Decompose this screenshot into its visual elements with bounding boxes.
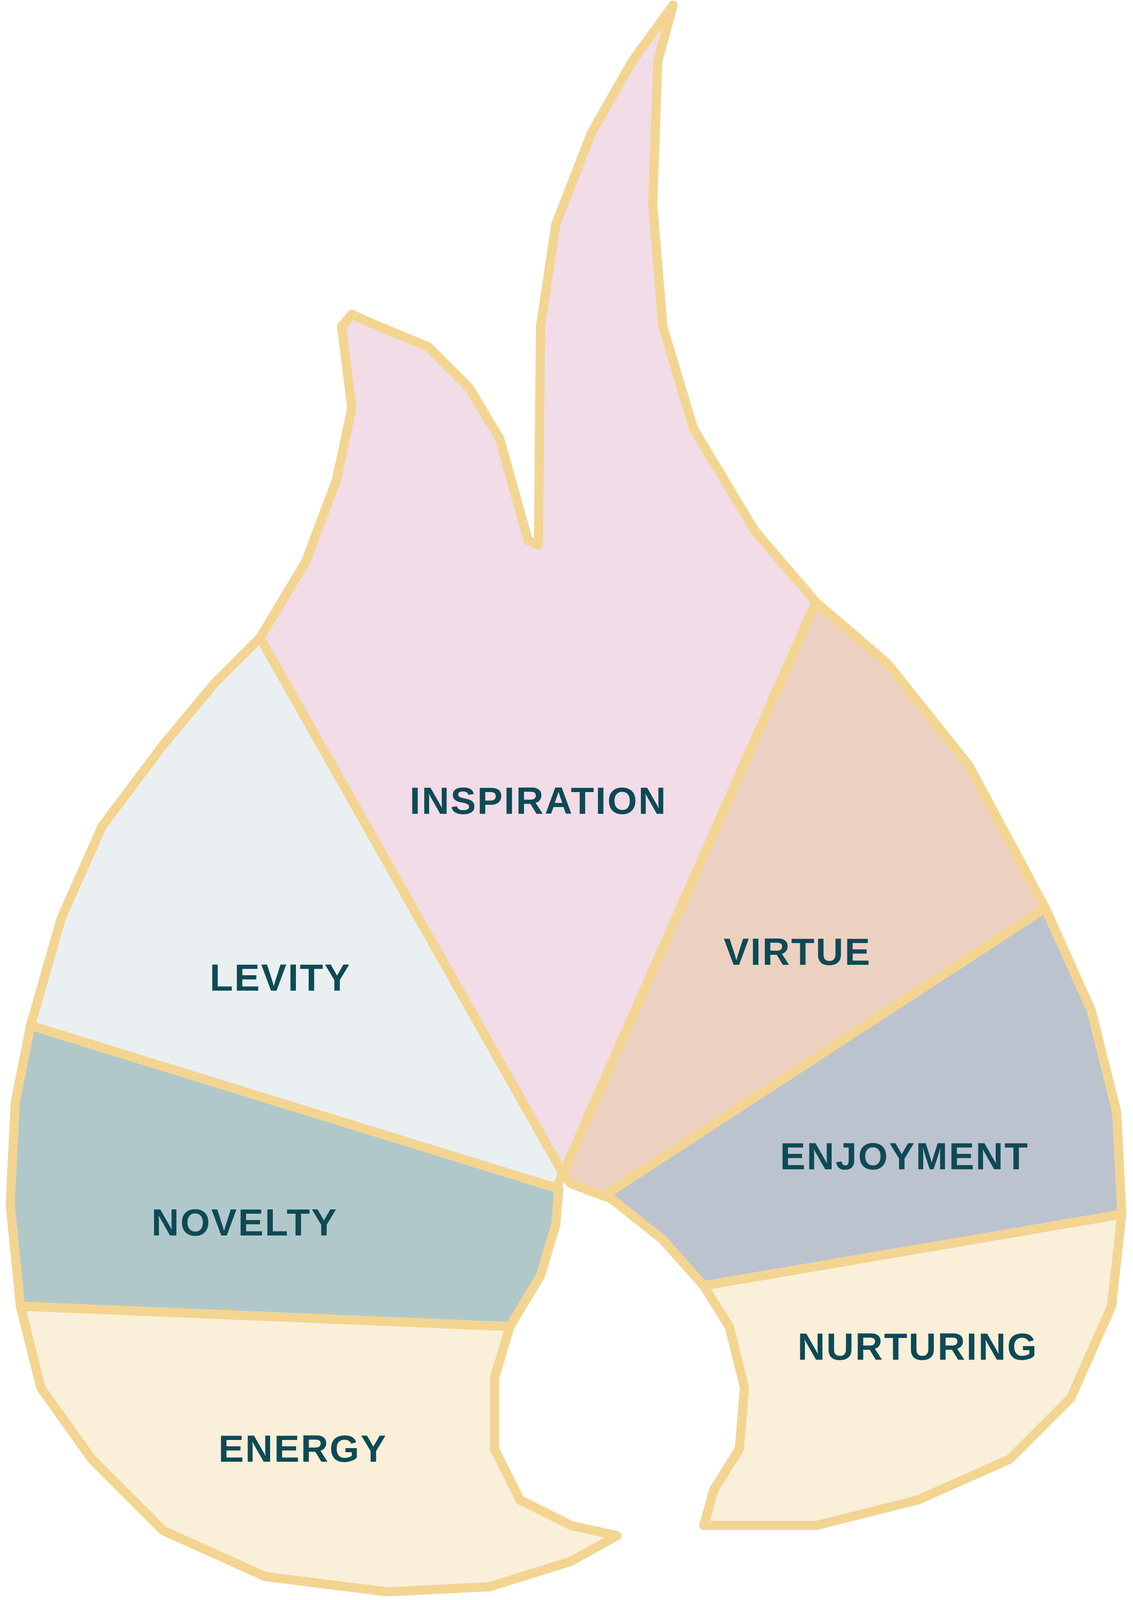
region-label: ENERGY <box>218 1427 388 1469</box>
nurturing-region <box>703 1213 1123 1525</box>
virtue-label-box: VIRTUE <box>719 927 877 975</box>
inspiration-label-box: INSPIRATION <box>405 776 672 824</box>
energy-region <box>20 1305 617 1592</box>
region-label: VIRTUE <box>723 930 872 973</box>
levity-label-box: LEVITY <box>205 953 356 1001</box>
enjoyment-label-box: ENJOYMENT <box>775 1131 1034 1179</box>
region-label: NOVELTY <box>151 1200 338 1243</box>
region-label: INSPIRATION <box>409 779 668 822</box>
region-label: ENJOYMENT <box>779 1134 1030 1177</box>
region-label: LEVITY <box>209 956 352 998</box>
region-label: NURTURING <box>797 1325 1039 1367</box>
novelty-label-box: NOVELTY <box>146 1198 343 1246</box>
energy-label-box: ENERGY <box>213 1424 393 1472</box>
novelty-region <box>10 1025 560 1327</box>
nurturing-label-box: NURTURING <box>793 1322 1043 1370</box>
